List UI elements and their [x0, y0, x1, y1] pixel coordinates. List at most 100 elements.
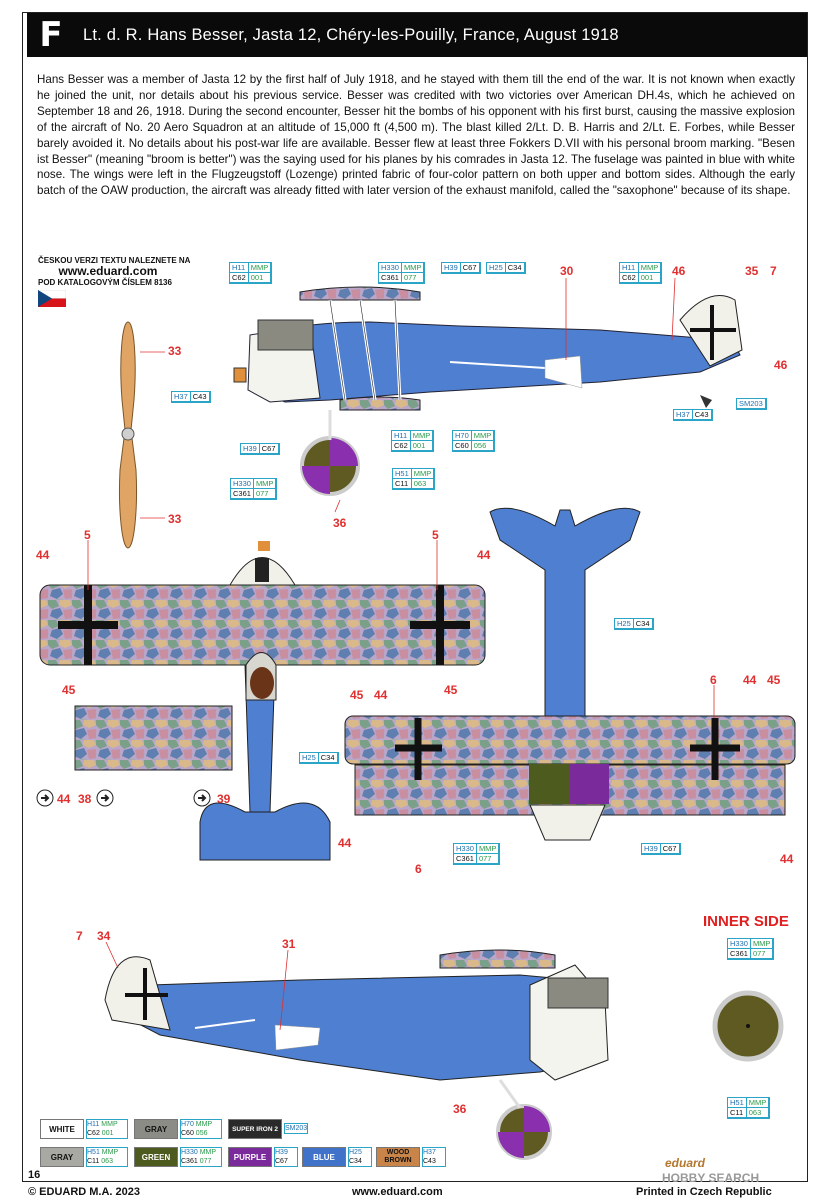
profile-letter: F	[39, 15, 63, 55]
code-c: C361	[231, 489, 254, 499]
legend-swatch: GRAY	[40, 1147, 84, 1167]
ref-30: 30	[560, 264, 574, 278]
callout-leaders	[87, 277, 715, 1031]
code-c: C62	[87, 1130, 100, 1137]
code-c: C67	[275, 1158, 288, 1165]
code-n: 077	[401, 273, 425, 283]
legend-swatch: WOOD BROWN	[376, 1147, 420, 1167]
code-c: C34	[505, 263, 525, 273]
profile-title: Lt. d. R. Hans Besser, Jasta 12, Chéry-l…	[83, 25, 619, 44]
ref-44b: 44	[477, 548, 491, 562]
ref-44f: 44	[338, 836, 352, 850]
intro-text: Hans Besser was a member of Jasta 12 by …	[37, 73, 795, 198]
ref-33b: 33	[168, 512, 182, 526]
code-c: C43	[190, 392, 210, 402]
legend-swatch: GREEN	[134, 1147, 178, 1167]
watermark: HOBBY SEARCH	[662, 1171, 760, 1185]
code-c: C361	[454, 854, 477, 864]
code-m: MMP	[638, 263, 662, 273]
profile-header: F Lt. d. R. Hans Besser, Jasta 12, Chéry…	[27, 13, 807, 57]
code-m: MMP	[746, 1098, 770, 1108]
code-h: H39	[642, 844, 661, 854]
ref-36a: 36	[333, 516, 347, 530]
ref-44c: 44	[374, 688, 388, 702]
top-view	[39, 541, 486, 861]
code-n: 001	[410, 441, 434, 451]
code-h: H25	[487, 263, 506, 273]
code-h: H70	[453, 431, 472, 441]
code-h: H37	[674, 410, 693, 420]
code-n: 001	[248, 273, 272, 283]
ref-44d: 44	[743, 673, 757, 687]
ref-33a: 33	[168, 344, 182, 358]
code-c: C34	[349, 1158, 362, 1165]
arrow-icon	[193, 789, 211, 807]
code-n: 001	[101, 1130, 114, 1137]
footer-printed: Printed in Czech Republic	[636, 1186, 772, 1198]
code-h: H330	[454, 844, 477, 854]
code-c: C34	[318, 753, 338, 763]
inner-side-label: INNER SIDE	[703, 913, 789, 930]
code-m: MMP	[248, 263, 272, 273]
code-c: C60	[453, 441, 472, 451]
callout-sm203: SM203	[736, 398, 767, 410]
code-c: C67	[660, 844, 680, 854]
ref-36b: 36	[453, 1102, 467, 1116]
code-c: C62	[392, 441, 411, 451]
ref-6a: 6	[710, 673, 717, 687]
code-h: H330	[379, 263, 402, 273]
code-h: H330	[231, 479, 254, 489]
ref-45d: 45	[767, 673, 781, 687]
czech-line1: ČESKOU VERZI TEXTU NALEZNETE NA	[38, 256, 191, 265]
code-h: H11	[230, 263, 249, 273]
wing-panel	[74, 705, 233, 771]
czech-flag-icon	[38, 290, 66, 307]
legend-swatch: GRAY	[134, 1119, 178, 1139]
code-m: MMP	[476, 844, 500, 854]
code-h: H25	[349, 1149, 362, 1156]
code-c: C67	[259, 444, 279, 454]
code-m: MMP	[101, 1121, 118, 1128]
code-m: MMP	[750, 939, 774, 949]
footer-copyright: © EDUARD M.A. 2023	[28, 1186, 141, 1198]
code-n: 063	[746, 1108, 770, 1118]
code-c: C11	[393, 479, 412, 489]
code-m: MMP	[410, 431, 434, 441]
ref-5a: 5	[84, 528, 91, 542]
arrow-icon	[96, 789, 114, 807]
ref-7b: 7	[76, 929, 83, 943]
code-h: SM203	[737, 399, 766, 409]
code-h: H39	[442, 263, 461, 273]
inner-wheel-drawing	[712, 990, 784, 1062]
code-h: H330	[181, 1149, 198, 1156]
ref-44g: 44	[780, 852, 794, 866]
ref-44a: 44	[36, 548, 50, 562]
ref-35: 35	[745, 264, 759, 278]
code-c: C60	[181, 1130, 194, 1137]
arrow-icon	[36, 789, 54, 807]
code-h: H11	[392, 431, 411, 441]
code-n: 063	[411, 479, 435, 489]
code-m: MMP	[411, 469, 435, 479]
code-h: H70	[181, 1121, 194, 1128]
ref-46: 46	[672, 264, 686, 278]
footer-url[interactable]: www.eduard.com	[352, 1186, 443, 1198]
code-m: MMP	[401, 263, 425, 273]
code-c: C11	[87, 1158, 100, 1165]
code-h: H11	[87, 1121, 100, 1128]
page-frame	[22, 12, 808, 1182]
